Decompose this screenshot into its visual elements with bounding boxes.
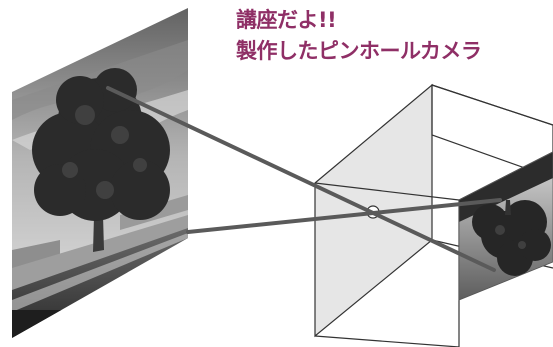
caption-line-1: 講座だよ!! (236, 8, 337, 32)
light-rays (106, 86, 502, 272)
caption-line-2: 製作したピンホールカメラ (236, 39, 482, 63)
ray-top (106, 86, 496, 272)
scene-photo (12, 8, 188, 338)
ray-bottom (186, 198, 502, 234)
